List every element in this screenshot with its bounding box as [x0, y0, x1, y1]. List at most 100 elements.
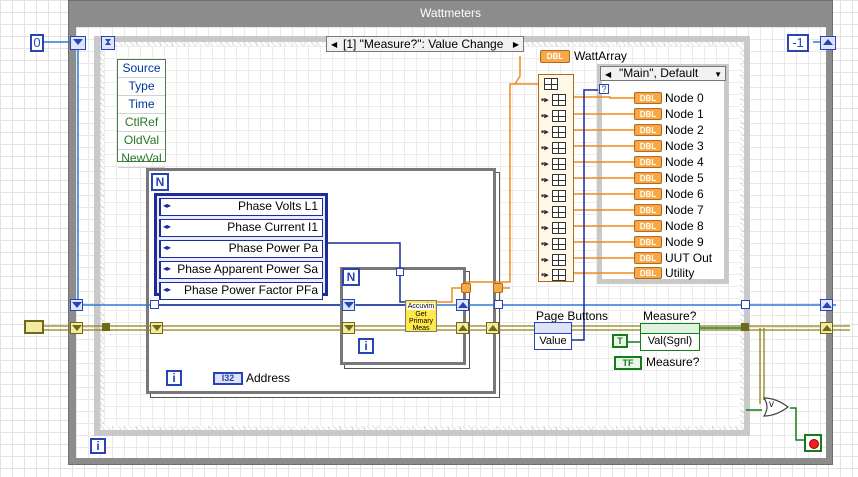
- node-8-terminal[interactable]: DBL: [634, 220, 662, 232]
- page-buttons-label: Page Buttons: [536, 309, 609, 323]
- node-3-terminal[interactable]: DBL: [634, 140, 662, 152]
- true-constant[interactable]: T: [612, 334, 628, 348]
- measure-label: Measure?: [643, 309, 697, 323]
- index-array-node: ▪▸ ▪▸ ▪▸ ▪▸ ▪▸ ▪▸ ▪▸ ▪▸ ▪▸ ▪▸ ▪▸ ▪▸: [538, 74, 574, 282]
- blue-rail-tunnel-event-right: [741, 300, 750, 309]
- dbl-tunnel-outer: [493, 283, 503, 293]
- node-7-terminal[interactable]: DBL: [634, 204, 662, 216]
- blue-rail-tunnel-for-outer-right: [494, 300, 503, 309]
- blue-rail-tunnel-for-outer: [150, 300, 159, 309]
- for-loop-outer-count-terminal[interactable]: N: [151, 173, 169, 191]
- node-2-terminal[interactable]: DBL: [634, 124, 662, 136]
- shift-register-init-left[interactable]: 0: [30, 34, 44, 52]
- case-selector-label: "Main", Default: [619, 66, 699, 80]
- event-data-type[interactable]: Type: [118, 78, 165, 96]
- measure-terminal[interactable]: TF: [614, 356, 642, 370]
- page-buttons-property-node[interactable]: Value: [534, 322, 572, 350]
- enum-item-phase-apparent-power[interactable]: ◂▸Phase Apparent Power Sa: [159, 261, 323, 279]
- address-terminal[interactable]: I32: [213, 372, 243, 385]
- watt-array-label: WattArray: [574, 49, 627, 63]
- enum-item-phase-power-factor[interactable]: ◂▸Phase Power Factor PFa: [159, 282, 323, 300]
- event-selector-label: [1] "Measure?": Value Change: [343, 37, 504, 51]
- shift-register-init-right[interactable]: -1: [787, 34, 809, 52]
- uut-out-terminal[interactable]: DBL: [634, 252, 662, 264]
- measure-ref-icon: [641, 324, 699, 334]
- utility-label: Utility: [665, 266, 695, 280]
- event-data-node: Source Type Time CtlRef OldVal NewVal: [117, 59, 166, 168]
- enum-item-phase-power[interactable]: ◂▸Phase Power Pa: [159, 240, 323, 258]
- for-loop-inner-iteration-terminal: i: [358, 338, 374, 354]
- node-1-terminal[interactable]: DBL: [634, 108, 662, 120]
- index-array-element-icon: ▪▸: [541, 254, 571, 267]
- case-dropdown-icon[interactable]: ▼: [714, 70, 722, 79]
- page-buttons-property: Value: [539, 335, 567, 347]
- case-selector[interactable]: ◀ "Main", Default ▼: [600, 66, 726, 81]
- selector-dropdown-icon[interactable]: ▶: [512, 40, 519, 49]
- node-1-label: Node 1: [665, 107, 704, 121]
- node-6-terminal[interactable]: DBL: [634, 188, 662, 200]
- event-selector[interactable]: ◀ [1] "Measure?": Value Change ▶: [326, 36, 524, 52]
- blue-rail-tunnel-right: [820, 299, 833, 311]
- inner-loop-index-tunnel: [396, 268, 404, 276]
- node-3-label: Node 3: [665, 139, 704, 153]
- yellow-rail-shift-for-inner-left: [342, 322, 355, 334]
- event-data-time[interactable]: Time: [118, 96, 165, 114]
- page-buttons-ref-icon: [535, 323, 571, 334]
- event-data-source[interactable]: Source: [118, 60, 165, 78]
- measure-property: Val(Sgnl): [647, 335, 693, 347]
- node-6-label: Node 6: [665, 187, 704, 201]
- event-data-oldval[interactable]: OldVal: [118, 132, 165, 150]
- blue-rail-tunnel-inner-left: [342, 299, 355, 311]
- index-array-element-icon: ▪▸: [541, 110, 571, 123]
- measure-property-node[interactable]: Val(Sgnl): [640, 323, 700, 351]
- shift-register-left-terminal: [70, 36, 86, 50]
- get-primary-meas-subvi[interactable]: Accuvim Get Primary Meas: [405, 300, 437, 332]
- node-5-terminal[interactable]: DBL: [634, 172, 662, 184]
- event-data-newval[interactable]: NewVal: [118, 150, 165, 168]
- enum-item-phase-current[interactable]: ◂▸Phase Current I1: [159, 219, 323, 237]
- dbl-tunnel-inner: [461, 283, 471, 293]
- blue-rail-tunnel-left: [70, 299, 83, 311]
- case-selector-terminal[interactable]: ?: [599, 84, 609, 94]
- subvi-label: Get Primary Meas: [408, 311, 434, 332]
- yellow-rail-tunnel-right: [820, 322, 833, 334]
- for-loop-outer-iteration-terminal: i: [166, 370, 182, 386]
- enum-cluster-constant: ◂▸Phase Volts L1 ◂▸Phase Current I1 ◂▸Ph…: [154, 193, 328, 300]
- yellow-rail-tunnel-left: [70, 322, 83, 334]
- index-array-element-icon: ▪▸: [541, 174, 571, 187]
- enum-item-phase-volts[interactable]: ◂▸Phase Volts L1: [159, 198, 323, 216]
- index-array-element-icon: ▪▸: [541, 190, 571, 203]
- error-cluster-constant[interactable]: [24, 320, 44, 334]
- event-data-ctlref[interactable]: CtlRef: [118, 114, 165, 132]
- node-0-terminal[interactable]: DBL: [634, 92, 662, 104]
- for-loop-inner-count-terminal[interactable]: N: [342, 268, 360, 286]
- node-8-label: Node 8: [665, 219, 704, 233]
- hourglass-icon: ⧗: [101, 36, 115, 50]
- selector-prev-icon[interactable]: ◀: [331, 40, 338, 49]
- node-4-terminal[interactable]: DBL: [634, 156, 662, 168]
- index-array-element-icon: ▪▸: [541, 222, 571, 235]
- node-7-label: Node 7: [665, 203, 704, 217]
- node-2-label: Node 2: [665, 123, 704, 137]
- yellow-rail-shift-for-outer-right: [486, 322, 499, 334]
- shift-register-right-terminal: [820, 36, 836, 50]
- index-array-element-icon: ▪▸: [541, 269, 571, 282]
- while-loop-iteration-terminal: i: [90, 438, 106, 454]
- index-array-input-icon: [541, 78, 571, 91]
- watt-array-terminal[interactable]: DBL: [540, 50, 570, 63]
- node-5-label: Node 5: [665, 171, 704, 185]
- utility-terminal[interactable]: DBL: [634, 267, 662, 279]
- node-9-terminal[interactable]: DBL: [634, 236, 662, 248]
- while-loop-title: Wattmeters: [420, 6, 481, 20]
- yellow-rail-tunnel-event-right: [741, 323, 749, 331]
- stop-condition-icon[interactable]: [804, 434, 822, 452]
- node-9-label: Node 9: [665, 235, 704, 249]
- index-array-element-icon: ▪▸: [541, 94, 571, 107]
- index-array-element-icon: ▪▸: [541, 206, 571, 219]
- node-0-label: Node 0: [665, 91, 704, 105]
- address-label: Address: [246, 371, 291, 385]
- case-prev-icon[interactable]: ◀: [605, 70, 612, 79]
- uut-out-label: UUT Out: [665, 251, 713, 265]
- subvi-header: Accuvim: [407, 303, 435, 310]
- node-4-label: Node 4: [665, 155, 704, 169]
